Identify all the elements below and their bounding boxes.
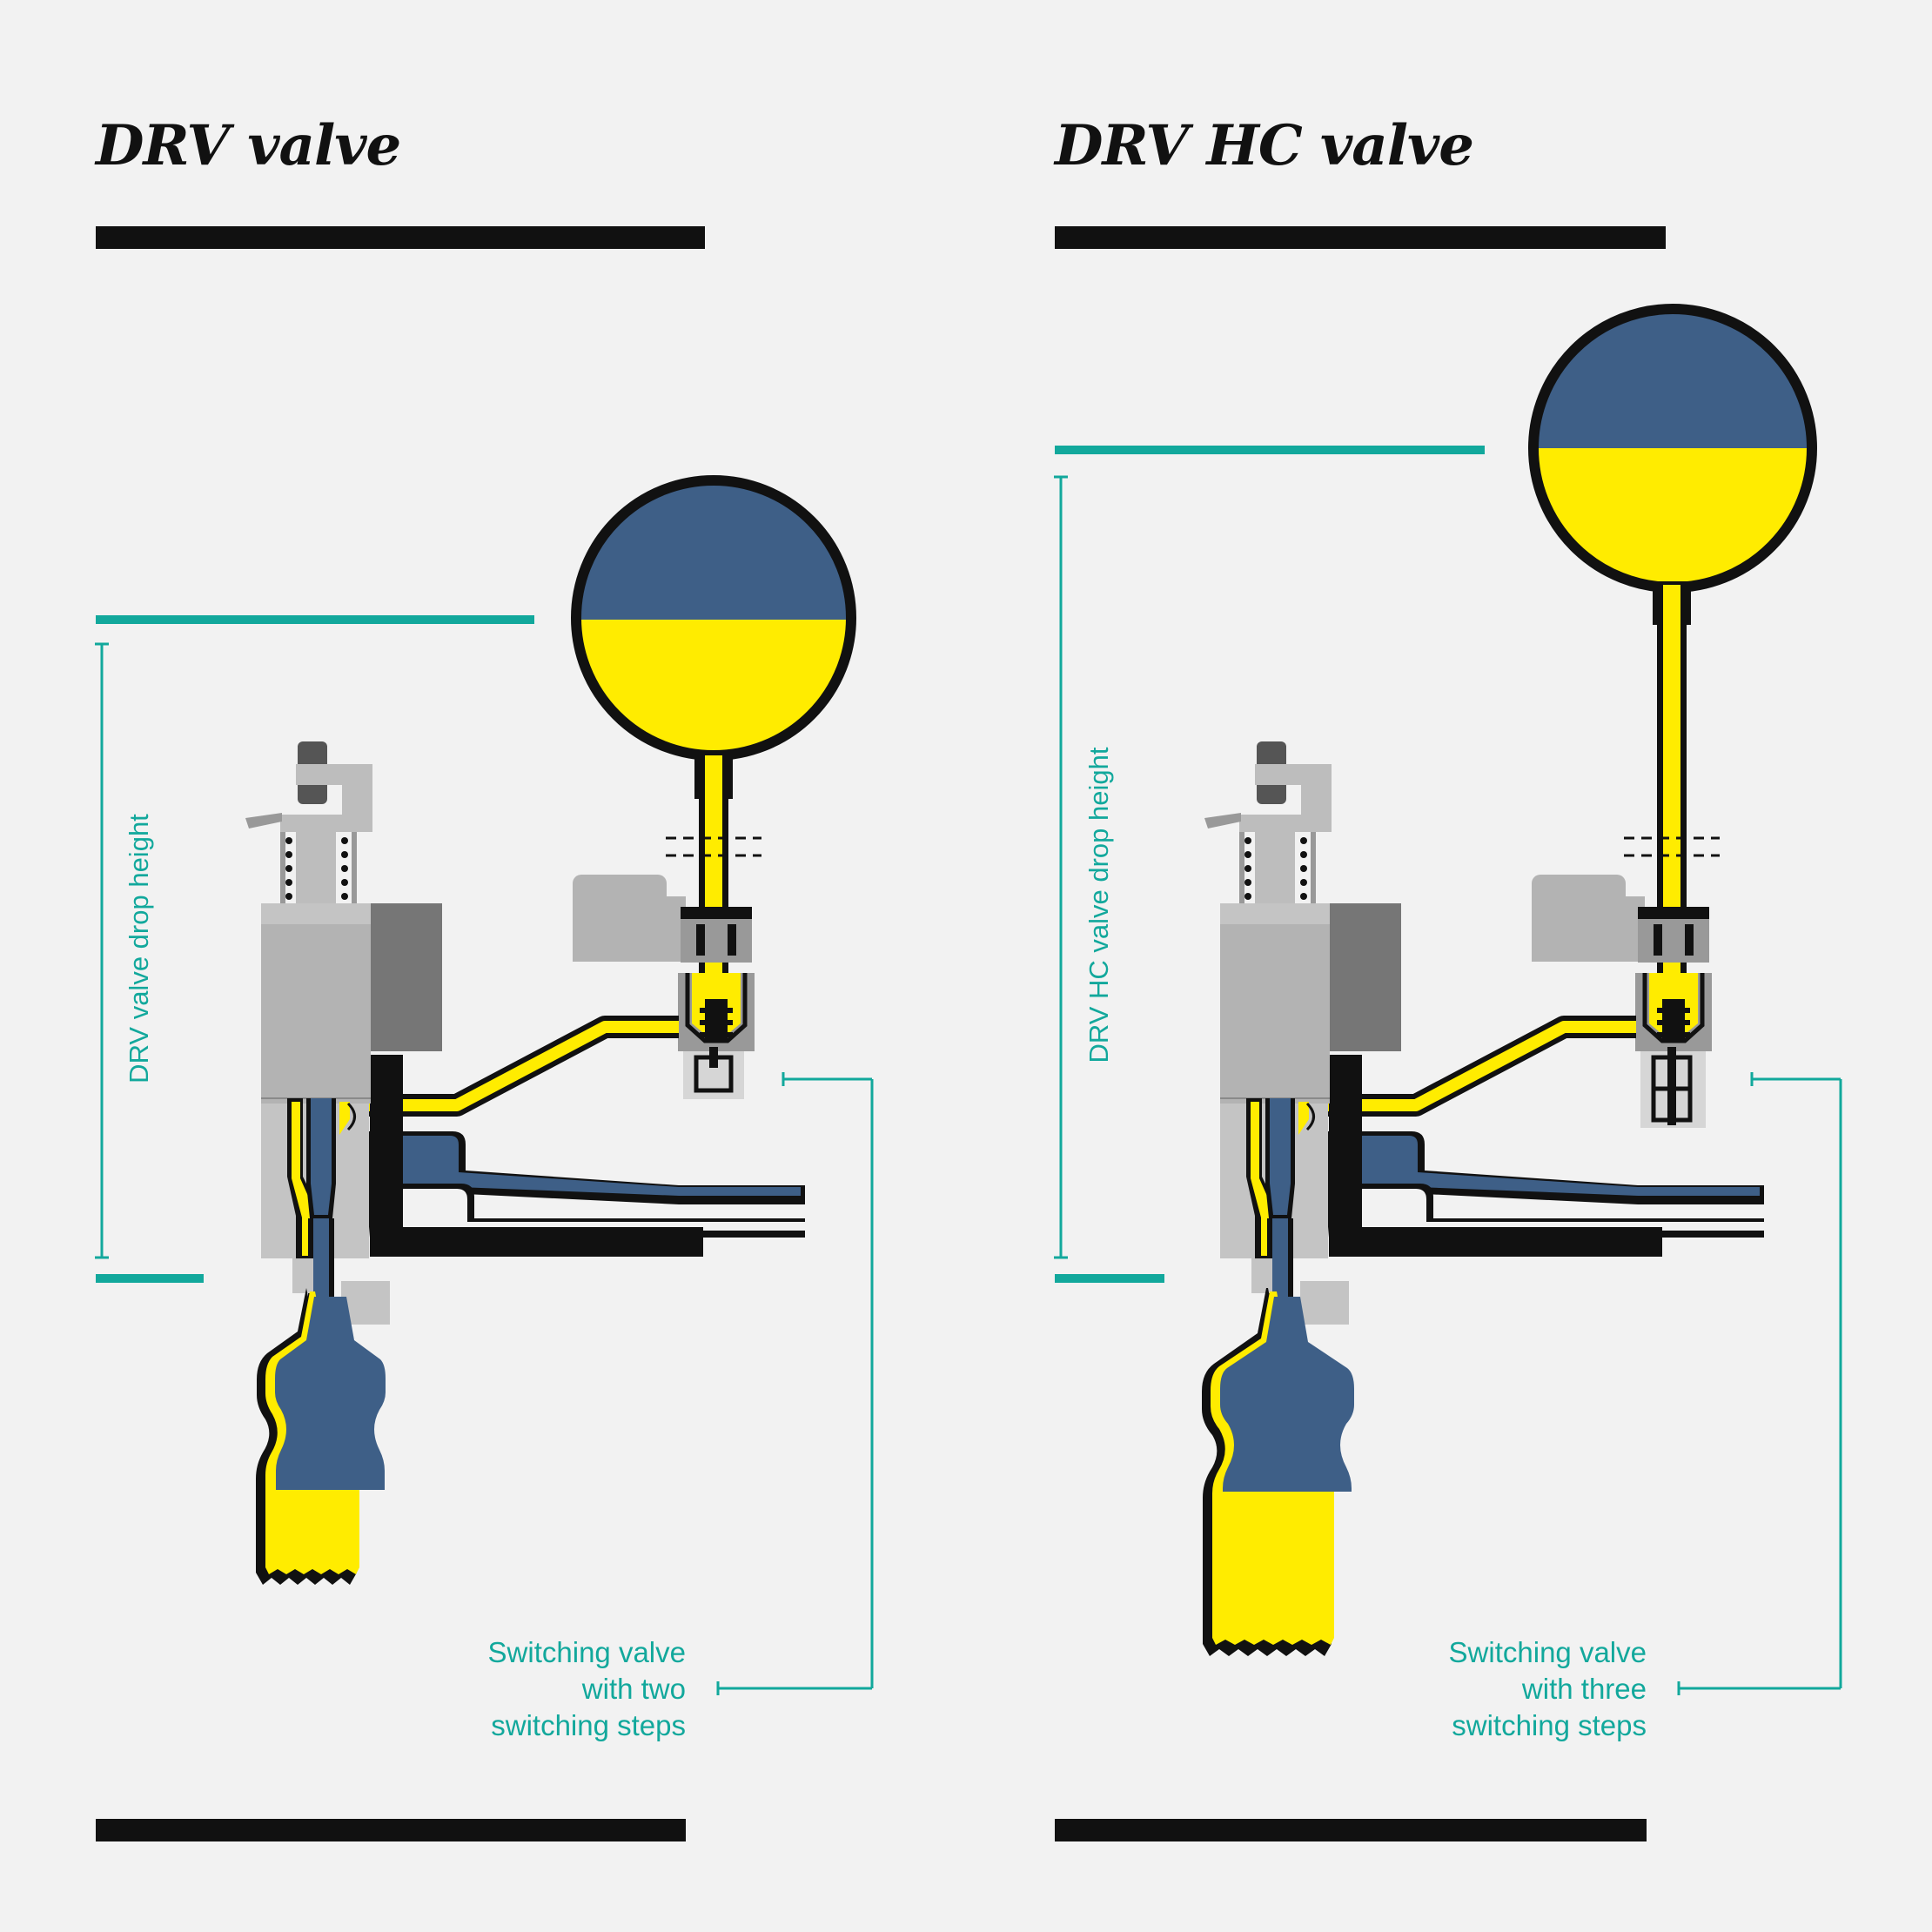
callout-line: switching steps: [1452, 1709, 1647, 1741]
base-plate: [370, 1055, 403, 1255]
actuator-housing: [1532, 875, 1626, 901]
spring: [285, 837, 348, 900]
drop-height-dimension-line: [1054, 475, 1068, 1259]
pipe-break-mark: [666, 836, 761, 857]
callout-switching-valve-three-steps: Switching valve with three switching ste…: [1333, 1634, 1647, 1744]
callout-line: switching steps: [491, 1709, 686, 1741]
spring: [1244, 837, 1307, 900]
base-plate: [1329, 1055, 1362, 1255]
filling-tube: [287, 1098, 356, 1305]
actuator-housing: [573, 875, 667, 901]
drop-height-top-marker: [1055, 446, 1485, 454]
panel-left-title: DRV valve: [96, 113, 401, 178]
callout-line: Switching valve: [487, 1636, 686, 1668]
callout-line: Switching valve: [1448, 1636, 1647, 1668]
callout-leader-line: [716, 1072, 874, 1695]
callout-switching-valve-two-steps: Switching valve with two switching steps: [372, 1634, 686, 1744]
storage-tank: [1533, 309, 1812, 587]
callout-line: with three: [1521, 1673, 1647, 1705]
panel-left: [95, 226, 874, 1841]
switching-valve: [1635, 907, 1712, 1128]
drop-height-bottom-marker: [1055, 1274, 1164, 1283]
bottle-gas-space: [275, 1297, 386, 1490]
callout-leader-line: [1677, 1072, 1842, 1695]
switching-valve: [678, 907, 755, 1099]
pipe-break-mark: [1624, 836, 1720, 857]
filling-tube: [1246, 1098, 1315, 1305]
storage-tank: [576, 480, 851, 755]
drop-height-bottom-marker: [96, 1274, 204, 1283]
lift-mechanism: [245, 741, 372, 903]
drop-height-top-marker: [96, 615, 534, 624]
lift-mechanism: [1204, 741, 1332, 903]
title-rule-top: [1055, 226, 1666, 249]
panel-right-title: DRV HC valve: [1055, 113, 1474, 178]
title-rule-top: [96, 226, 705, 249]
centering-bell-clamp: [1300, 1281, 1349, 1325]
title-rule-bottom: [1055, 1819, 1647, 1841]
panel-right: [1054, 226, 1842, 1841]
bottle-gas-space: [1220, 1297, 1354, 1492]
title-rule-bottom: [96, 1819, 686, 1841]
callout-line: with two: [581, 1673, 686, 1705]
drop-height-dimension-line: [95, 642, 109, 1259]
